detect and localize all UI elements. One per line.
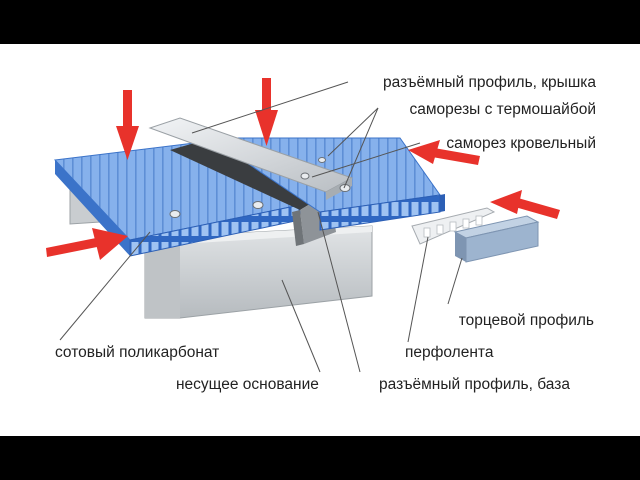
label-cellular-polycarbonate: сотовый поликарбонат [55,344,219,361]
perforated-tape [411,207,496,245]
arrow-left-icon [408,140,480,165]
leader-lines [59,81,463,373]
end-profile [453,215,540,263]
label-cover-profile: разъёмный профиль, крышка [383,74,596,91]
arrow-down-icon [255,78,278,146]
label-perforated-tape: перфолента [405,344,494,361]
label-end-profile: торцевой профиль [459,312,594,329]
screw-icon [169,157,351,218]
label-roof-screw: саморез кровельный [446,135,596,152]
label-base-profile: разъёмный профиль, база [379,376,570,393]
arrow-down-icon [116,90,139,160]
arrow-right-icon [46,228,128,260]
label-base-support: несущее основание [176,376,319,393]
arrow-left-icon [490,190,560,219]
label-screws-washer: саморезы с термошайбой [410,101,596,118]
